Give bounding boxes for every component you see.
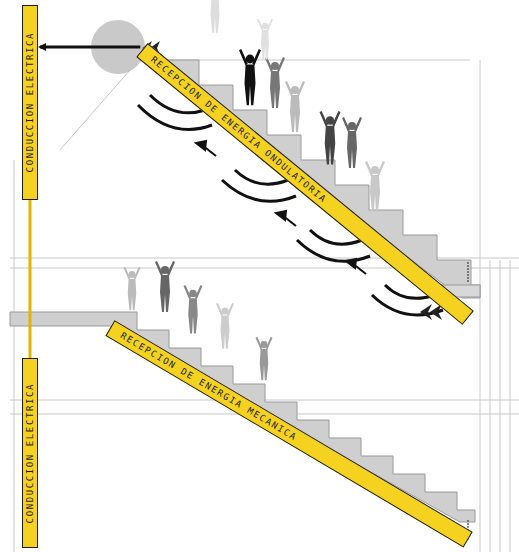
energy-band: RECEPCION DE ENERGIA MECANICA [105,320,472,547]
conduction-line [29,200,32,358]
scale-marks [468,262,469,540]
energy-band: CONDUCCION ELECTRICA [22,358,38,548]
band-label: RECEPCION DE ENERGIA MECANICA [119,331,299,442]
conduction-line [40,46,140,49]
band-label: CONDUCCION ELECTRICA [26,32,35,172]
energy-band: CONDUCCION ELECTRICA [22,5,38,200]
energy-band: RECEPCION DE ENERGIA ONDULATORIA [136,43,474,325]
band-label: CONDUCCION ELECTRICA [26,383,35,523]
wave-arcs [138,95,443,315]
focus-circle [91,20,145,74]
people-lower [124,261,273,380]
